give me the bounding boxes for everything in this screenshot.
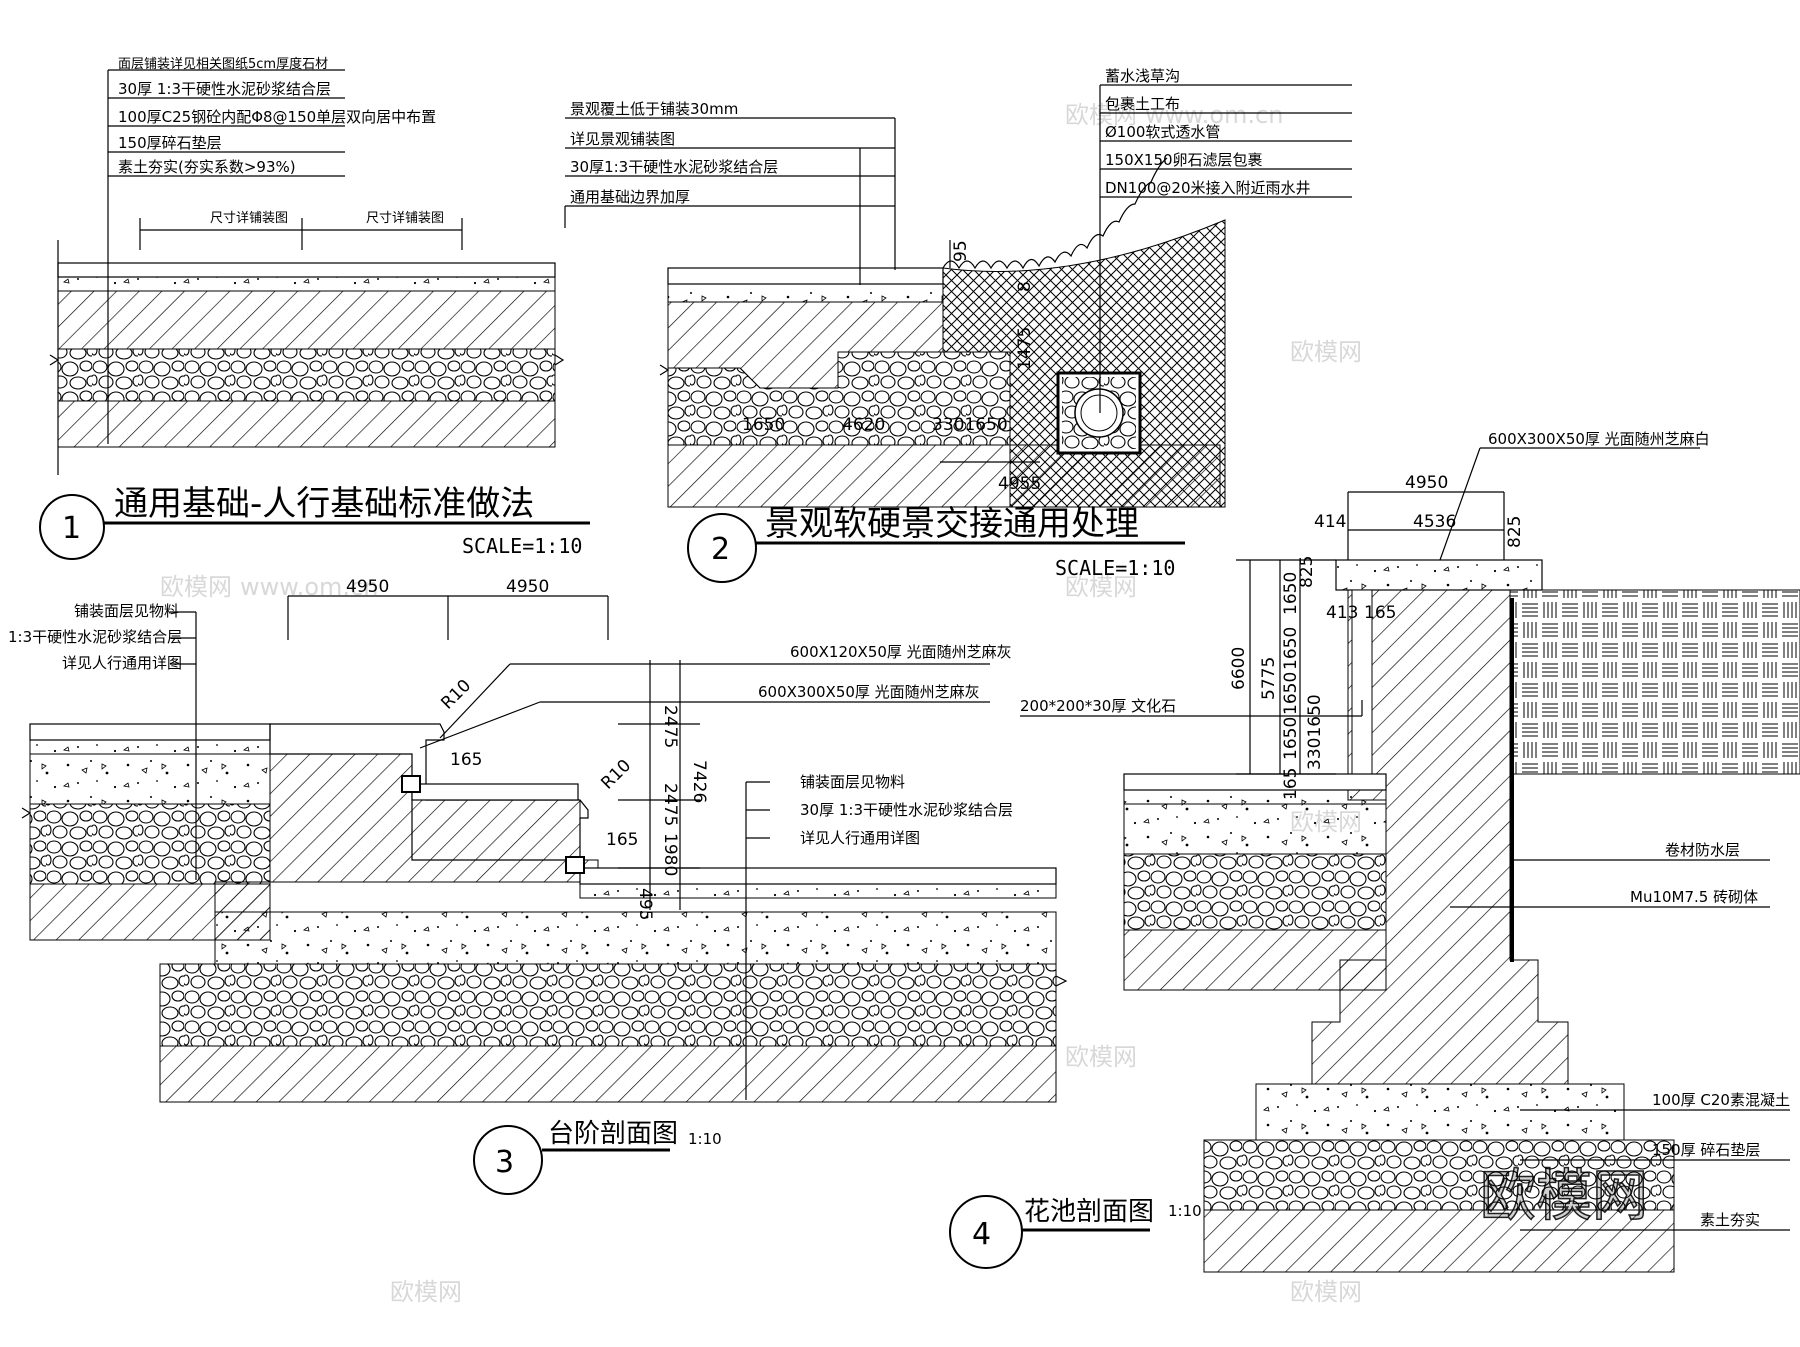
dimension-label: 7426	[689, 760, 709, 803]
note-masonry: Mu10M7.5 砖砌体	[1630, 888, 1758, 906]
note-waterproof: 卷材防水层	[1665, 841, 1740, 859]
dimension-label: 尺寸详铺装图	[366, 211, 444, 226]
watermark: 欧模网	[1065, 573, 1137, 601]
dimension-label: 6600	[1229, 647, 1249, 690]
note-geotextile: 包裹土工布	[1105, 95, 1180, 113]
note-filter: 150X150卵石滤层包裹	[1105, 151, 1263, 169]
dimension-label: 4950	[506, 577, 549, 597]
watermark: 欧模网	[1065, 1043, 1137, 1071]
detail-title: 台阶剖面图	[548, 1119, 678, 1149]
dimension-label: 8	[1015, 281, 1035, 292]
detail-title: 通用基础-人行基础标准做法	[114, 484, 534, 524]
note-tread-2: 600X300X50厚 光面随州芝麻灰	[758, 683, 980, 701]
note-paving-ref: 详见景观铺装图	[570, 130, 675, 148]
dimension-label: 495	[635, 888, 655, 920]
dimension-label: 1650	[742, 415, 785, 435]
note-cultural-stone: 200*200*30厚 文化石	[1020, 697, 1176, 715]
dimension-label: R10	[437, 676, 475, 714]
detail-3: 4950 4950 2475 2475 7426 1980 495 R10 R1…	[8, 577, 1068, 1195]
dimension-label: 4955	[998, 474, 1041, 494]
detail-1: 尺寸详铺装图 尺寸详铺装图 面层铺装详见相关图纸5cm厚度石材 30厚 1:3干…	[39, 56, 590, 560]
dimension-label: 4950	[1405, 473, 1448, 493]
note-detail-ref: 详见人行通用详图	[800, 829, 920, 847]
note-c20-concrete: 100厚 C20素混凝土	[1652, 1091, 1790, 1109]
dimension-label: R10	[597, 756, 635, 794]
detail-4: 4950 4536 414 825 825 413 165 6600 5775 …	[949, 430, 1800, 1273]
dimension-label: 3301650	[932, 415, 1008, 435]
dimension-label: 1650	[1281, 572, 1301, 615]
note-foundation: 通用基础边界加厚	[570, 188, 690, 206]
note-mortar: 30厚 1:3干硬性水泥砂浆结合层	[118, 80, 331, 98]
dimension-label: 413	[1326, 603, 1358, 623]
detail-scale: 1:10	[688, 1130, 722, 1148]
dimension-label: 2475	[660, 705, 680, 748]
note-paving: 铺装面层见物料	[74, 602, 179, 620]
note-soil: 素土夯实	[1700, 1211, 1760, 1229]
detail-number: 1	[62, 511, 81, 546]
dimension-label: 4536	[1413, 512, 1456, 532]
watermark: 欧模网	[1290, 1278, 1362, 1306]
dimension-label: 95	[951, 240, 971, 262]
detail-scale: 1:10	[1168, 1202, 1202, 1220]
detail-2: 景观覆土低于铺装30mm 详见景观铺装图 30厚1:3干硬性水泥砂浆结合层 通用…	[564, 67, 1352, 583]
dimension-label: 4620	[842, 415, 885, 435]
detail-scale: SCALE=1:10	[462, 534, 582, 558]
note-gravel: 150厚碎石垫层	[118, 134, 222, 152]
dimension-label: 165	[450, 750, 482, 770]
dimension-label: 825	[1297, 556, 1317, 588]
note-pipe: Ø100软式透水管	[1105, 123, 1220, 141]
detail-number: 2	[711, 532, 730, 567]
detail-number-circle	[687, 513, 757, 583]
dimension-label: 5775	[1259, 657, 1279, 700]
dimension-label: 165	[606, 830, 638, 850]
note-paving: 铺装面层见物料	[800, 773, 905, 791]
detail-number-circle	[39, 494, 105, 560]
note-swale: 蓄水浅草沟	[1105, 67, 1180, 85]
dimension-label: 3301650	[1305, 694, 1325, 770]
note-mortar: 1:3干硬性水泥砂浆结合层	[8, 628, 182, 646]
note-tread-1: 600X120X50厚 光面随州芝麻灰	[790, 643, 1012, 661]
note-mortar: 30厚 1:3干硬性水泥砂浆结合层	[800, 801, 1013, 819]
dimension-label: 1980	[660, 833, 680, 876]
note-gravel: 150厚 碎石垫层	[1652, 1141, 1760, 1159]
dimension-label: 165	[1364, 603, 1396, 623]
detail-title: 景观软硬景交接通用处理	[765, 504, 1139, 544]
note-surface: 面层铺装详见相关图纸5cm厚度石材	[118, 56, 328, 72]
note-concrete: 100厚C25钢砼内配Φ8@150单层双向居中布置	[118, 108, 436, 126]
note-soil: 素土夯实(夯实系数>93%)	[118, 158, 296, 176]
dimension-label: 1650	[1281, 672, 1301, 715]
dimension-label: 414	[1314, 512, 1346, 532]
dimension-label: 2475	[660, 783, 680, 826]
detail-number: 4	[972, 1217, 991, 1252]
detail-number: 3	[495, 1145, 514, 1180]
detail-scale: SCALE=1:10	[1055, 556, 1175, 580]
dimension-label: 1650	[1281, 717, 1301, 760]
note-coping: 600X300X50厚 光面随州芝麻白	[1488, 430, 1710, 448]
dimension-label: 1650	[1281, 627, 1301, 670]
note-soil-level: 景观覆土低于铺装30mm	[570, 100, 738, 118]
watermark: 欧模网	[160, 573, 232, 601]
note-mortar: 30厚1:3干硬性水泥砂浆结合层	[570, 158, 778, 176]
watermark: 欧模网	[390, 1278, 462, 1306]
detail-number-circle	[949, 1195, 1023, 1269]
detail-number-circle	[473, 1125, 543, 1195]
watermark-url: www.om.cn	[1145, 101, 1283, 129]
dimension-label: 尺寸详铺装图	[210, 211, 288, 226]
dimension-label: 4950	[346, 577, 389, 597]
detail-title: 花池剖面图	[1024, 1197, 1154, 1227]
watermark: 欧模网	[1065, 101, 1137, 129]
dimension-label: 1475	[1015, 327, 1035, 370]
watermark: 欧模网	[1290, 338, 1362, 366]
dimension-label: 165	[1281, 768, 1301, 800]
note-detail-ref: 详见人行通用详图	[62, 654, 182, 672]
note-drain: DN100@20米接入附近雨水井	[1105, 179, 1311, 197]
dimension-label: 825	[1505, 516, 1525, 548]
